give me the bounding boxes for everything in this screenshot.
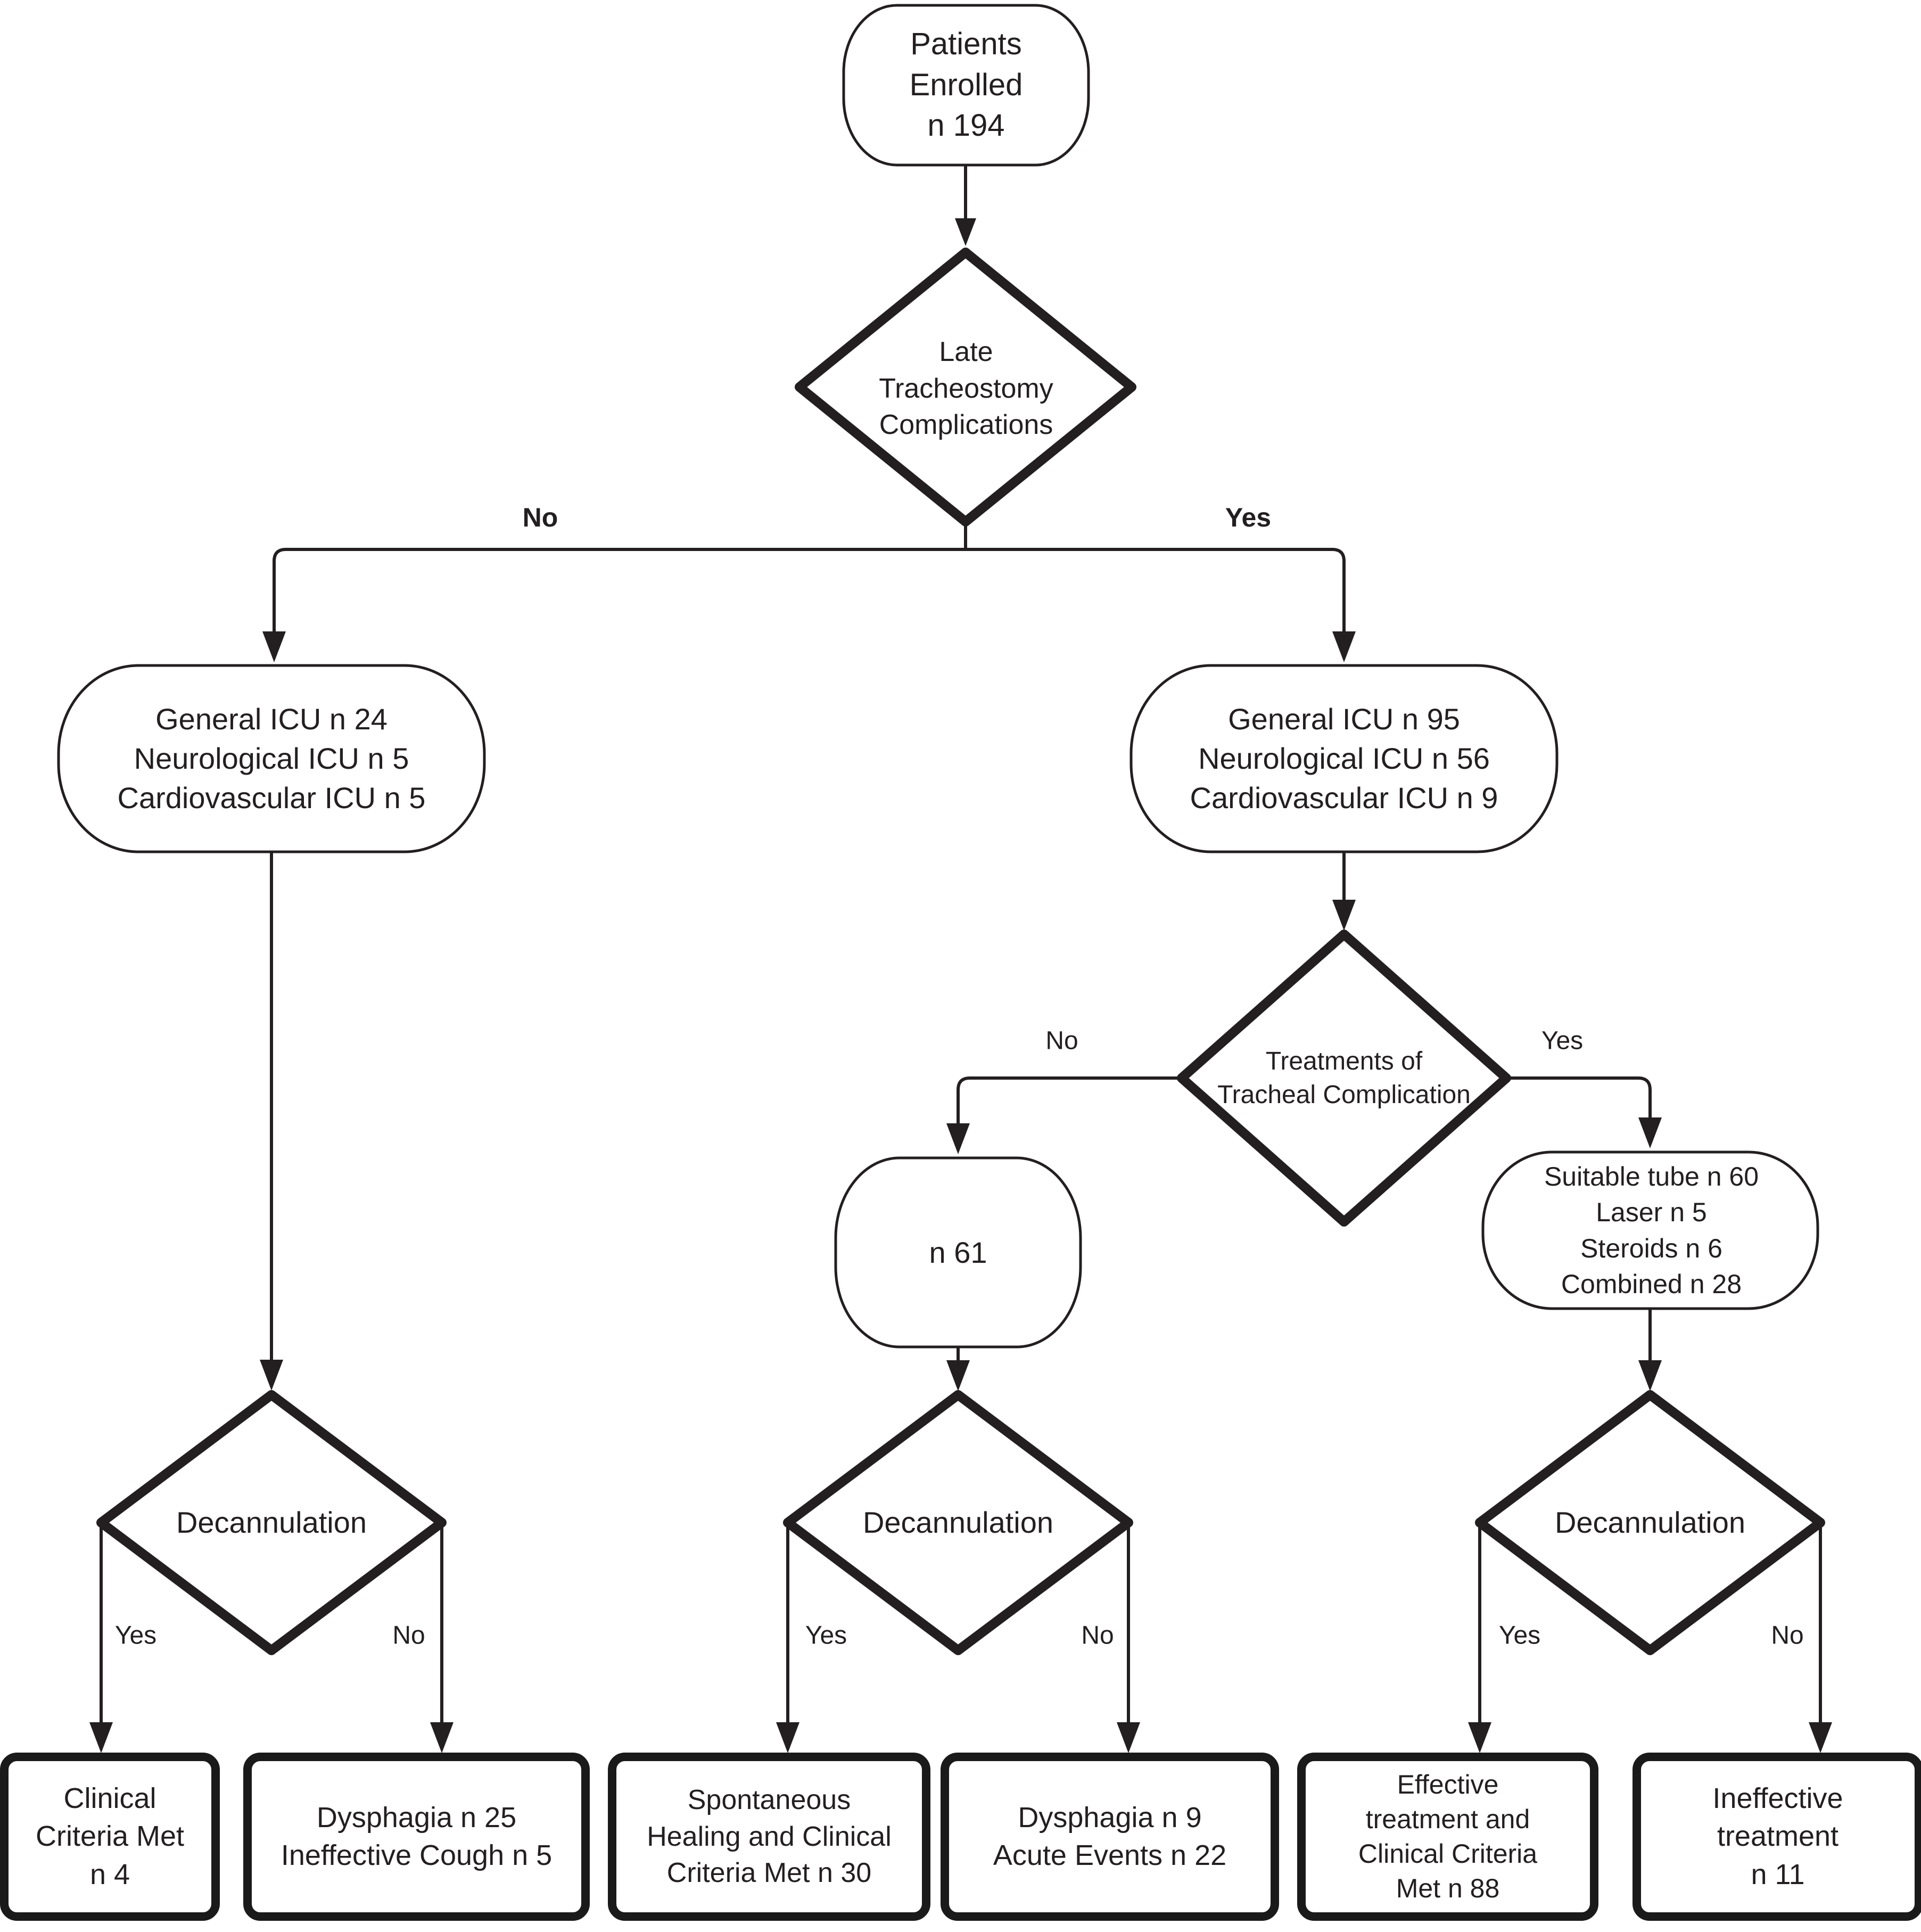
node-icu-no-complications-label: General ICU n 24 Neurological ICU n 5 Ca…: [117, 702, 426, 815]
arrow-icon: [1117, 1722, 1140, 1753]
arrow-icon: [955, 218, 976, 246]
node-icu-yes-complications-label: General ICU n 95 Neurological ICU n 56 C…: [1190, 702, 1498, 815]
arrow-icon: [1332, 631, 1356, 662]
decision-treatments-of-tracheal-complication-label: Treatments of Tracheal Complication: [1217, 1047, 1471, 1109]
node-icu-no-complications: [57, 664, 486, 853]
decision-decannulation-right-label: Decannulation: [1554, 1506, 1746, 1540]
edge-label-decann-right-yes: Yes: [1498, 1621, 1541, 1650]
node-n61: [834, 1156, 1082, 1349]
outcome-dysphagia-acute-events-label: Dysphagia n 9 Acute Events n 22: [993, 1801, 1227, 1871]
arrow-icon: [946, 1123, 970, 1154]
arrow-icon: [946, 1360, 970, 1391]
outcome-box-effective-treatment: [1297, 1753, 1598, 1921]
decision-decannulation-right: [1475, 1390, 1825, 1655]
outcome-box-clinical-criteria-met: [0, 1753, 220, 1921]
node-treatment-types-label: Suitable tube n 60 Laser n 5 Steroids n …: [1544, 1161, 1759, 1300]
outcome-clinical-criteria-met-label: Clinical Criteria Met n 4: [35, 1782, 185, 1890]
edge-label-decann-middle-yes: Yes: [805, 1621, 847, 1650]
arrow-icon: [1809, 1722, 1832, 1753]
decision-decannulation-left: [96, 1390, 447, 1655]
decision-decannulation-left-label: Decannulation: [176, 1506, 367, 1540]
edge-label-complications-yes: Yes: [1225, 503, 1272, 532]
arrow-icon: [1468, 1722, 1491, 1753]
edge-complications-no-branch: [273, 548, 966, 632]
node-n61-label: n 61: [929, 1235, 987, 1269]
outcome-ineffective-treatment-label: Ineffective treatment n 11: [1712, 1782, 1843, 1890]
decision-decannulation-middle: [783, 1390, 1133, 1655]
decision-late-tracheostomy-complications-label: Late Tracheostomy Complications: [879, 336, 1053, 441]
outcome-box-spontaneous-healing: [608, 1753, 930, 1921]
outcome-box-ineffective-treatment: [1633, 1753, 1921, 1921]
edge-label-decann-left-no: No: [392, 1621, 425, 1650]
arrow-icon: [1332, 900, 1356, 931]
edge-label-treatments-no: No: [1045, 1026, 1078, 1055]
decision-treatments-of-tracheal-complication: [1177, 930, 1511, 1227]
arrow-icon: [1638, 1117, 1662, 1148]
decision-late-tracheostomy-complications: [795, 248, 1136, 527]
edge-label-decann-right-no: No: [1771, 1621, 1804, 1650]
edge-label-treatments-yes: Yes: [1541, 1026, 1584, 1055]
edge-label-complications-no: No: [522, 503, 558, 532]
arrow-icon: [260, 1360, 283, 1391]
outcome-box-dysphagia-ineffective-cough: [243, 1753, 590, 1921]
edge-complications-yes-branch: [966, 548, 1346, 632]
arrow-icon: [1638, 1360, 1662, 1391]
edge-treatments-yes-branch: [1506, 1076, 1652, 1119]
node-patients-enrolled-label: Patients Enrolled n 194: [909, 27, 1023, 143]
outcome-dysphagia-ineffective-cough-label: Dysphagia n 25 Ineffective Cough n 5: [281, 1801, 553, 1871]
node-icu-yes-complications: [1129, 664, 1559, 853]
node-treatment-types: [1481, 1150, 1819, 1310]
decision-decannulation-middle-label: Decannulation: [862, 1506, 1054, 1540]
arrow-icon: [89, 1722, 113, 1753]
arrow-icon: [262, 631, 286, 662]
arrow-icon: [430, 1722, 454, 1753]
outcome-spontaneous-healing-label: Spontaneous Healing and Clinical Criteri…: [647, 1785, 892, 1889]
outcome-effective-treatment-label: Effective treatment and Clinical Criteri…: [1358, 1770, 1538, 1903]
outcome-box-dysphagia-acute-events: [941, 1753, 1279, 1921]
edge-label-decann-left-yes: Yes: [114, 1621, 157, 1650]
node-patients-enrolled: [842, 4, 1090, 167]
edge-label-decann-middle-no: No: [1081, 1621, 1114, 1650]
arrow-icon: [776, 1722, 799, 1753]
edge-treatments-no-branch: [957, 1076, 1182, 1124]
